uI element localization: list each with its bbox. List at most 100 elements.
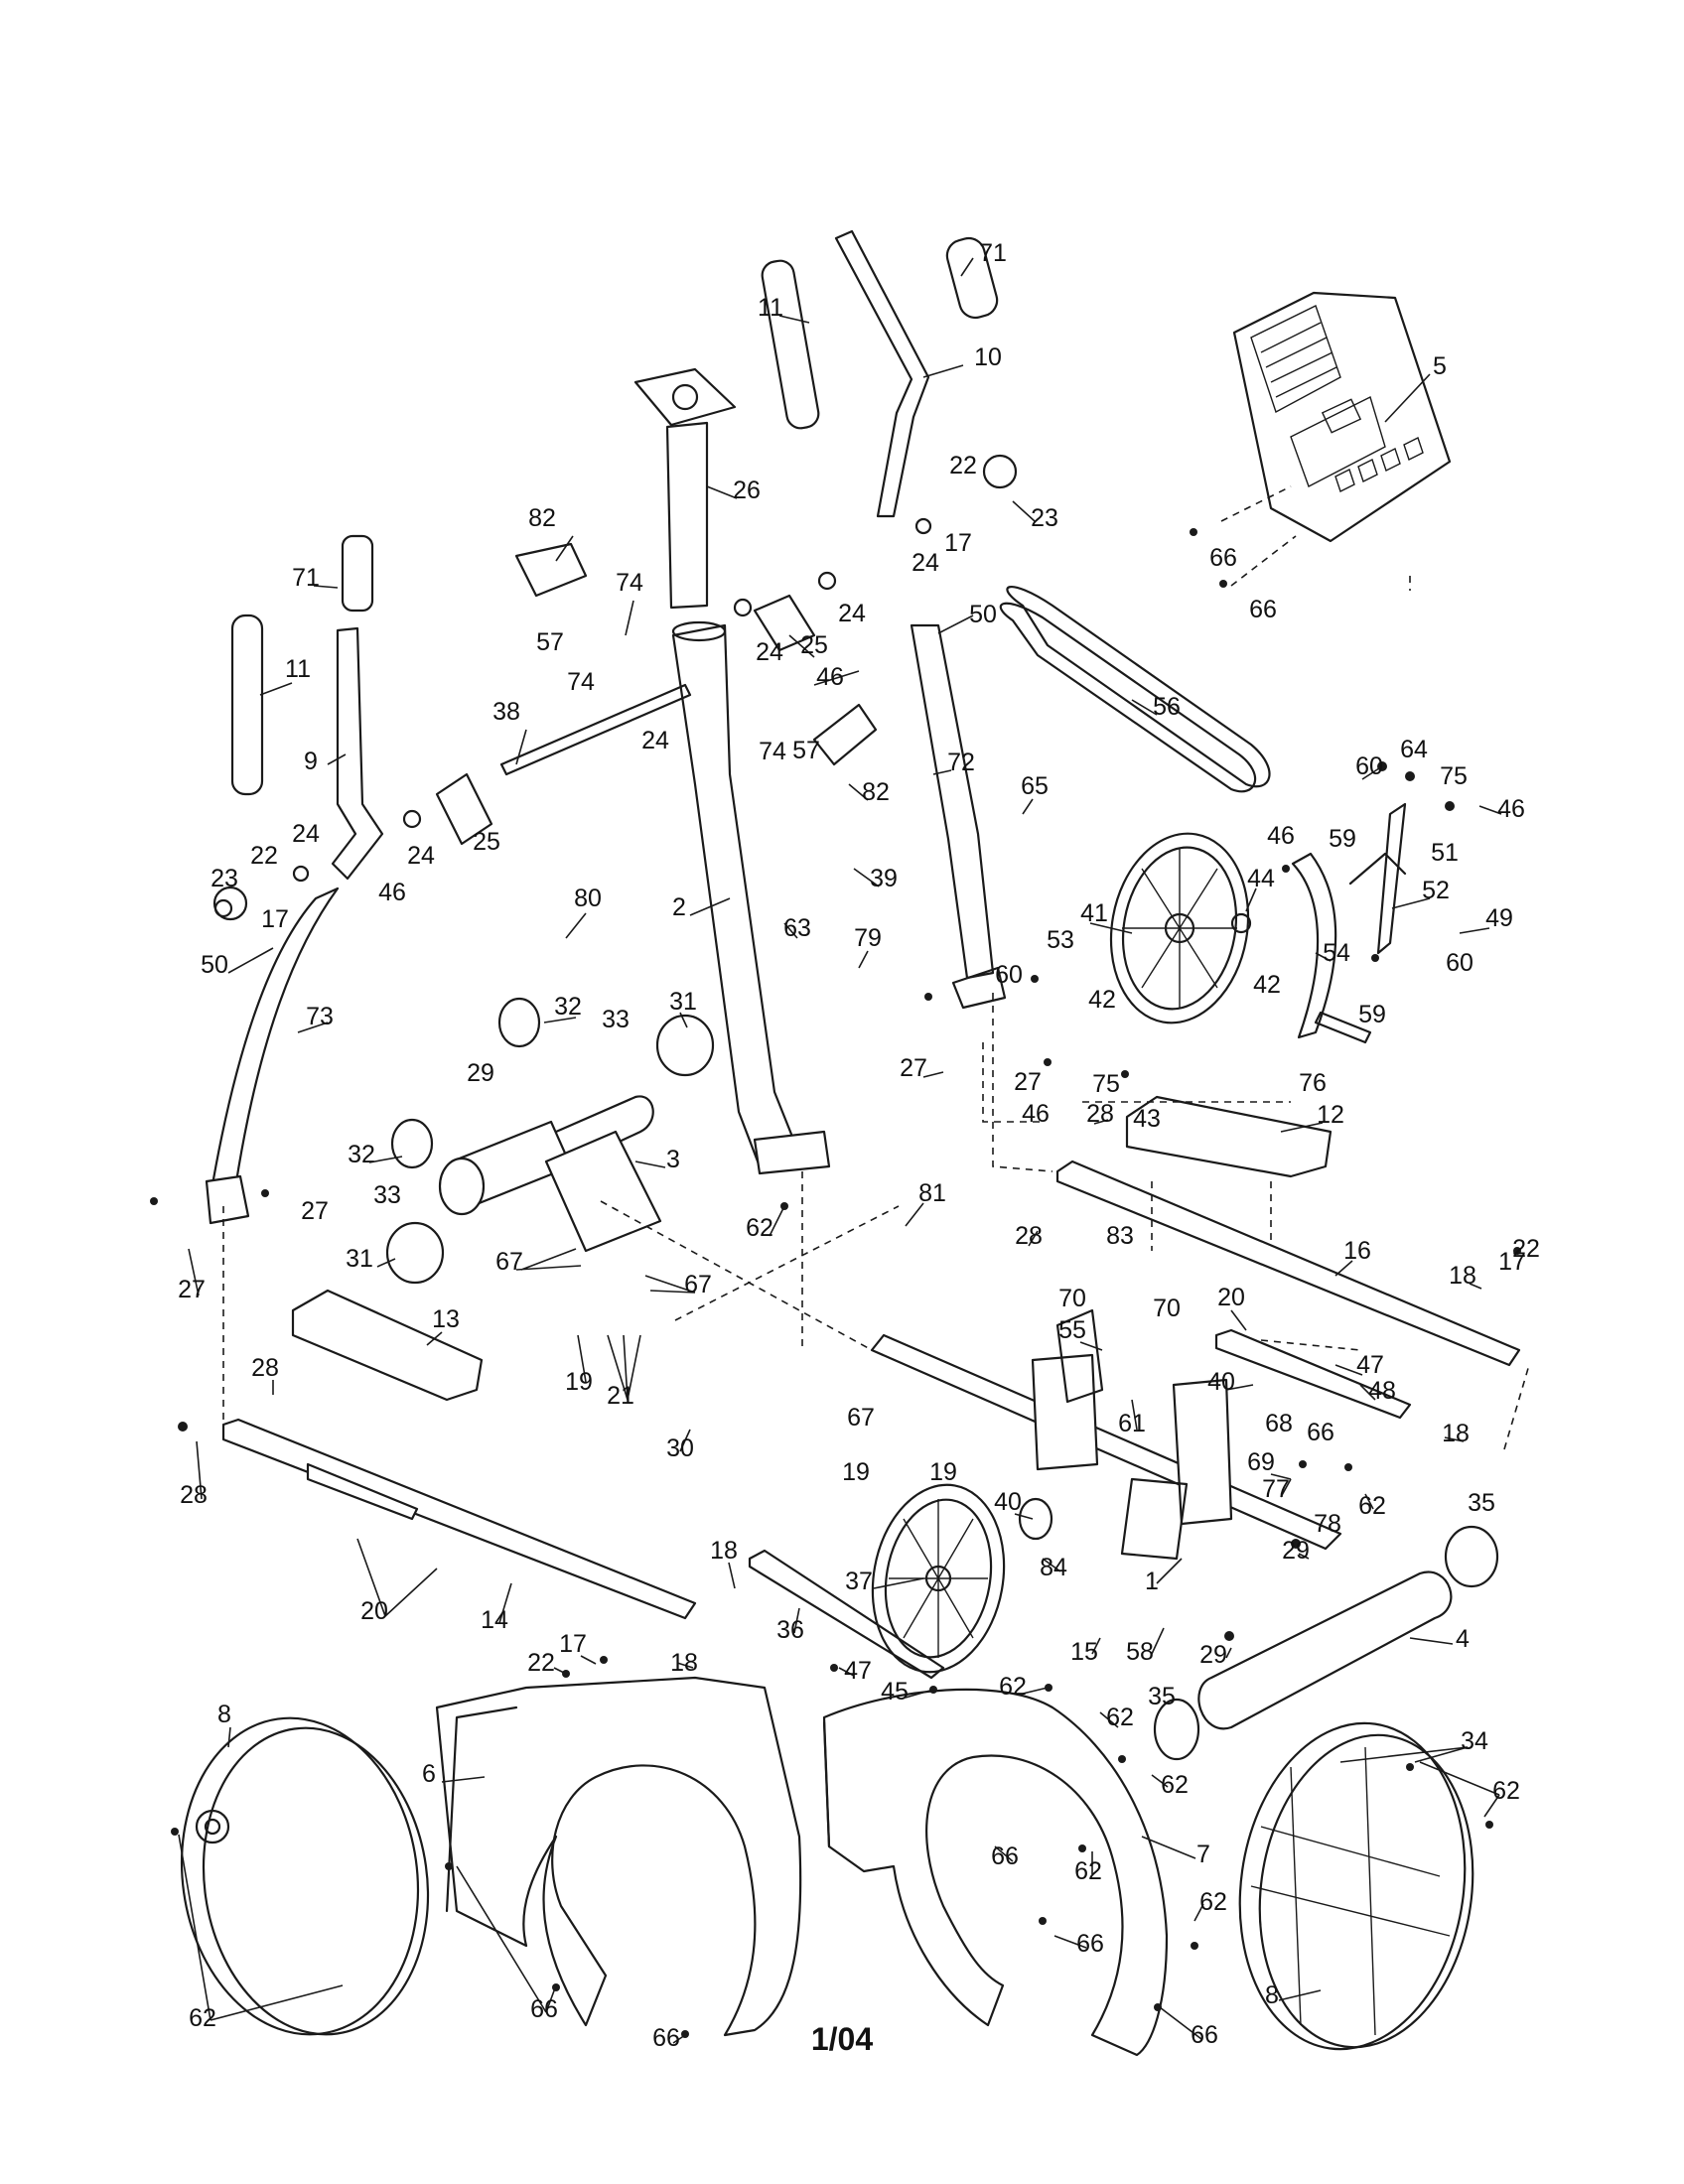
part-number-label: 67 — [847, 1404, 875, 1432]
part-number-label: 45 — [881, 1678, 909, 1706]
part-number-label: 66 — [1249, 596, 1277, 623]
part-number-label: 52 — [1422, 877, 1450, 904]
part-number-label: 70 — [1058, 1285, 1086, 1312]
part-number-label: 10 — [974, 343, 1002, 371]
part-number-label: 23 — [1031, 504, 1058, 532]
part-number-label: 60 — [1355, 752, 1383, 780]
part-number-label: 34 — [1461, 1727, 1488, 1755]
part-number-label: 17 — [944, 529, 972, 557]
part-number-label: 62 — [1492, 1777, 1520, 1805]
part-number-label: 23 — [210, 865, 238, 892]
part-number-label: 75 — [1092, 1070, 1120, 1098]
part-number-label: 69 — [1247, 1448, 1275, 1476]
part-number-label: 67 — [684, 1271, 712, 1298]
part-number-label: 29 — [1199, 1641, 1227, 1669]
part-number-label: 22 — [527, 1649, 555, 1677]
part-number-label: 83 — [1106, 1222, 1134, 1250]
pedal-arm-right-part — [748, 1160, 1521, 1680]
part-number-label: 44 — [1247, 865, 1275, 892]
part-number-label: 59 — [1329, 825, 1356, 853]
part-number-label: 46 — [1497, 795, 1525, 823]
part-number-label: 75 — [1440, 762, 1468, 790]
part-number-label: 6 — [422, 1760, 436, 1788]
part-number-label: 62 — [1199, 1888, 1227, 1916]
part-number-label: 31 — [669, 988, 697, 1016]
part-number-label: 62 — [189, 2004, 216, 2032]
part-number-label: 31 — [346, 1245, 373, 1273]
part-number-label: 27 — [1014, 1068, 1042, 1096]
part-number-label: 19 — [565, 1368, 593, 1396]
part-number-label: 77 — [1262, 1475, 1290, 1503]
resistance-bracket-part — [1230, 802, 1407, 1044]
fasteners — [150, 528, 1521, 2038]
part-number-label: 57 — [792, 737, 820, 764]
part-number-label: 28 — [1086, 1100, 1114, 1128]
part-number-label: 2 — [672, 893, 686, 921]
part-number-label: 62 — [1106, 1704, 1134, 1731]
part-number-label: 42 — [1253, 971, 1281, 999]
part-number-label: 18 — [670, 1649, 698, 1677]
part-number-label: 11 — [285, 655, 311, 683]
part-number-label: 57 — [536, 628, 564, 656]
part-number-label: 71 — [292, 564, 320, 592]
date-code: 1/04 — [810, 2021, 874, 2057]
part-number-label: 5 — [1433, 352, 1447, 380]
pivot-axle-part — [212, 454, 1018, 921]
part-number-label: 56 — [1153, 693, 1181, 721]
part-number-label: 29 — [1282, 1537, 1310, 1565]
right-shroud-part — [822, 1688, 1169, 2057]
part-number-label: 17 — [1498, 1248, 1526, 1276]
part-number-label: 64 — [1400, 736, 1428, 763]
part-number-label: 43 — [1133, 1105, 1161, 1133]
part-number-label: 18 — [1442, 1420, 1470, 1447]
part-number-label: 46 — [816, 663, 844, 691]
part-number-label: 8 — [1265, 1981, 1279, 2009]
right-upper-arm-part — [834, 229, 1007, 1010]
part-number-label: 51 — [1431, 839, 1459, 867]
part-number-label: 53 — [1047, 926, 1074, 954]
part-number-label: 66 — [1307, 1419, 1334, 1446]
part-number-label: 12 — [1317, 1101, 1344, 1129]
part-number-label: 79 — [854, 924, 882, 952]
part-number-label: 21 — [607, 1382, 634, 1410]
part-number-label: 65 — [1021, 772, 1049, 800]
base-frame-part — [870, 1308, 1342, 1561]
front-cross-member-part — [385, 997, 715, 1285]
part-number-label: 1 — [1145, 1568, 1159, 1595]
part-number-label: 22 — [1512, 1235, 1540, 1263]
part-number-label: 42 — [1088, 986, 1116, 1014]
part-number-label: 37 — [845, 1568, 873, 1595]
pedal-arm-left-part — [221, 1418, 697, 1620]
part-number-label: 35 — [1468, 1489, 1495, 1517]
part-number-label: 19 — [842, 1458, 870, 1486]
console-part — [1220, 291, 1452, 587]
part-number-label: 40 — [994, 1488, 1022, 1516]
part-number-label: 66 — [530, 1995, 558, 2023]
part-number-label: 24 — [641, 727, 669, 754]
part-number-label: 15 — [1070, 1638, 1098, 1666]
part-number-label: 82 — [528, 504, 556, 532]
part-number-label: 50 — [201, 951, 228, 979]
part-number-label: 80 — [574, 885, 602, 912]
part-number-label: 74 — [567, 668, 595, 696]
part-number-label: 73 — [306, 1003, 334, 1030]
upright-part — [633, 367, 831, 1175]
part-number-label: 26 — [733, 477, 761, 504]
part-number-label: 22 — [250, 842, 278, 870]
part-number-label: 24 — [407, 842, 435, 870]
part-number-label: 46 — [1267, 822, 1295, 850]
part-number-label: 63 — [783, 914, 811, 942]
part-number-label: 18 — [1449, 1262, 1476, 1290]
part-number-label: 66 — [1191, 2021, 1218, 2049]
part-number-label: 17 — [261, 905, 289, 933]
part-number-label: 11 — [758, 294, 783, 322]
part-number-label: 20 — [360, 1597, 388, 1625]
part-number-label: 24 — [292, 820, 320, 848]
part-number-label: 59 — [1358, 1001, 1386, 1028]
part-number-label: 28 — [180, 1481, 208, 1509]
part-number-label: 72 — [947, 749, 975, 776]
part-number-label: 46 — [378, 879, 406, 906]
part-number-label: 27 — [178, 1276, 206, 1303]
